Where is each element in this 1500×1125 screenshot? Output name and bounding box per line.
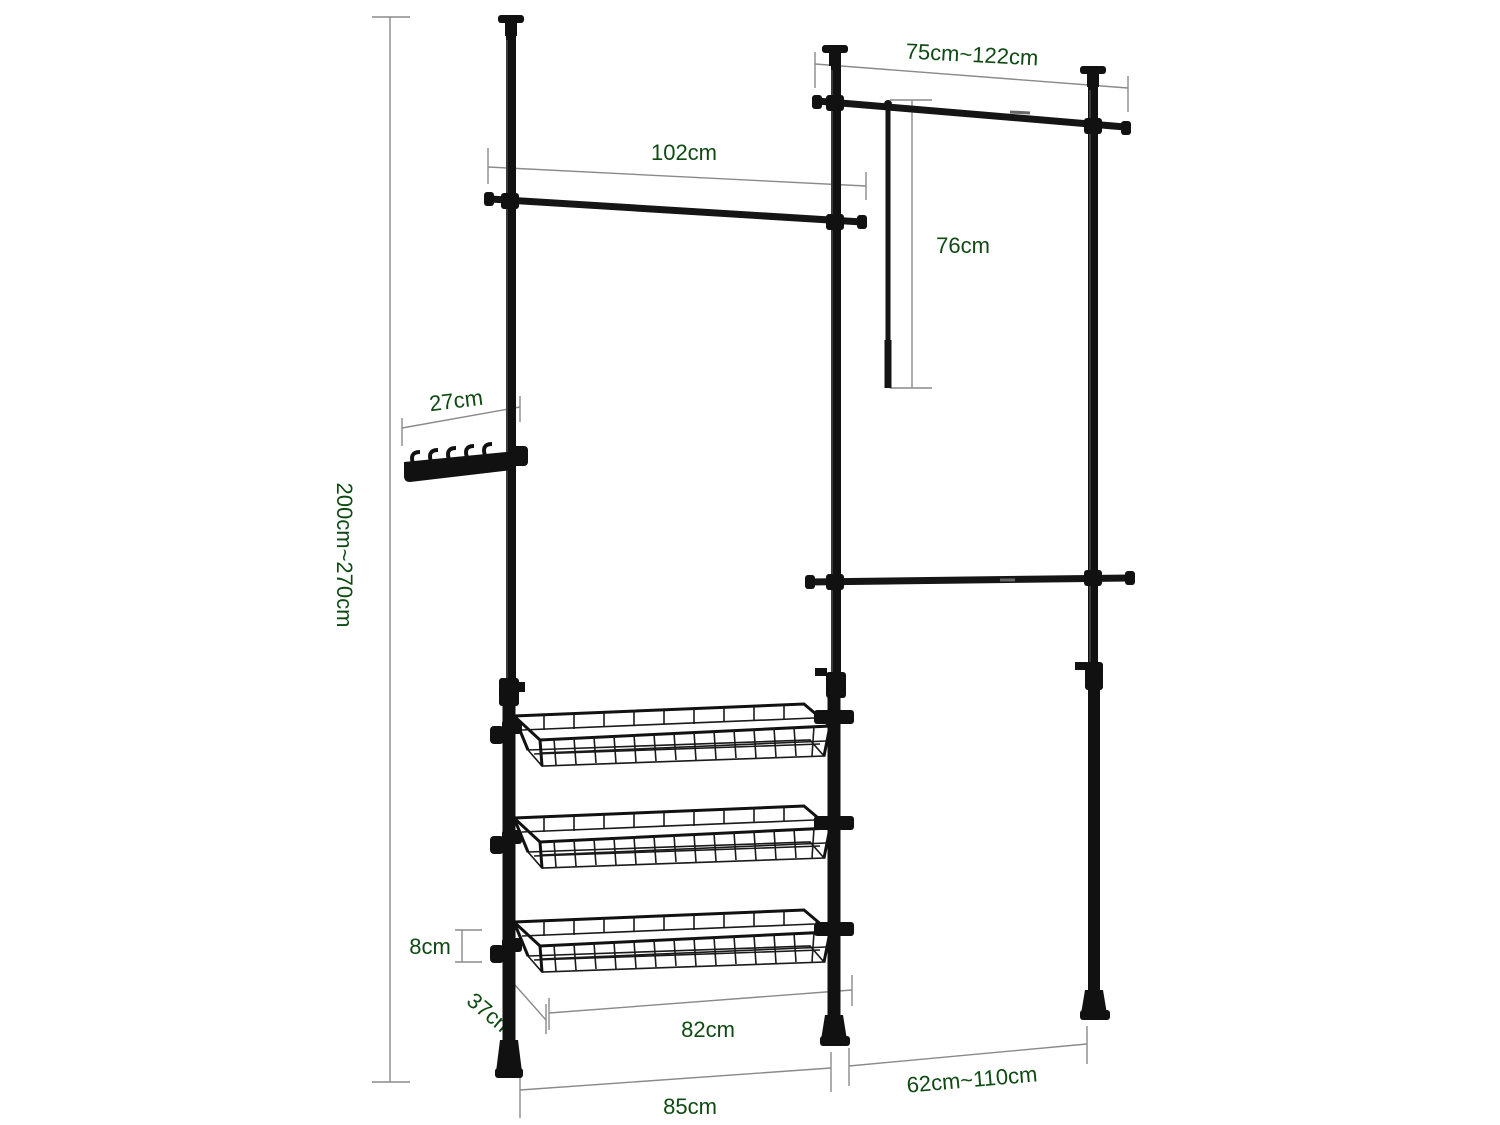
upper-left-rod bbox=[484, 192, 867, 230]
upper-right-rod bbox=[812, 95, 1131, 135]
lower-right-rod bbox=[805, 570, 1135, 590]
basket-height-label: 8cm bbox=[409, 934, 451, 959]
telescopic-pole-middle bbox=[815, 45, 850, 1046]
right-section-width-label: 62cm~110cm bbox=[906, 1061, 1039, 1097]
dimension-lines bbox=[372, 16, 1129, 1118]
wire-basket-icon bbox=[490, 702, 854, 768]
wire-basket-icon bbox=[490, 908, 854, 974]
left-section-width-label: 85cm bbox=[663, 1094, 717, 1119]
top-right-width-label: 75cm~122cm bbox=[905, 39, 1039, 71]
hook-rail-length-label: 27cm bbox=[428, 385, 484, 416]
hanger-drop-label: 76cm bbox=[936, 233, 990, 258]
telescopic-pole-left bbox=[495, 15, 525, 1078]
pull-down-hanger bbox=[884, 100, 892, 388]
wire-basket-icon bbox=[490, 804, 854, 870]
total-height-label: 200cm~270cm bbox=[332, 483, 357, 628]
telescopic-pole-right bbox=[1075, 66, 1110, 1020]
upper-rod-length-label: 102cm bbox=[651, 140, 717, 165]
basket-width-label: 82cm bbox=[681, 1017, 735, 1042]
hook-rail-icon bbox=[404, 442, 528, 482]
